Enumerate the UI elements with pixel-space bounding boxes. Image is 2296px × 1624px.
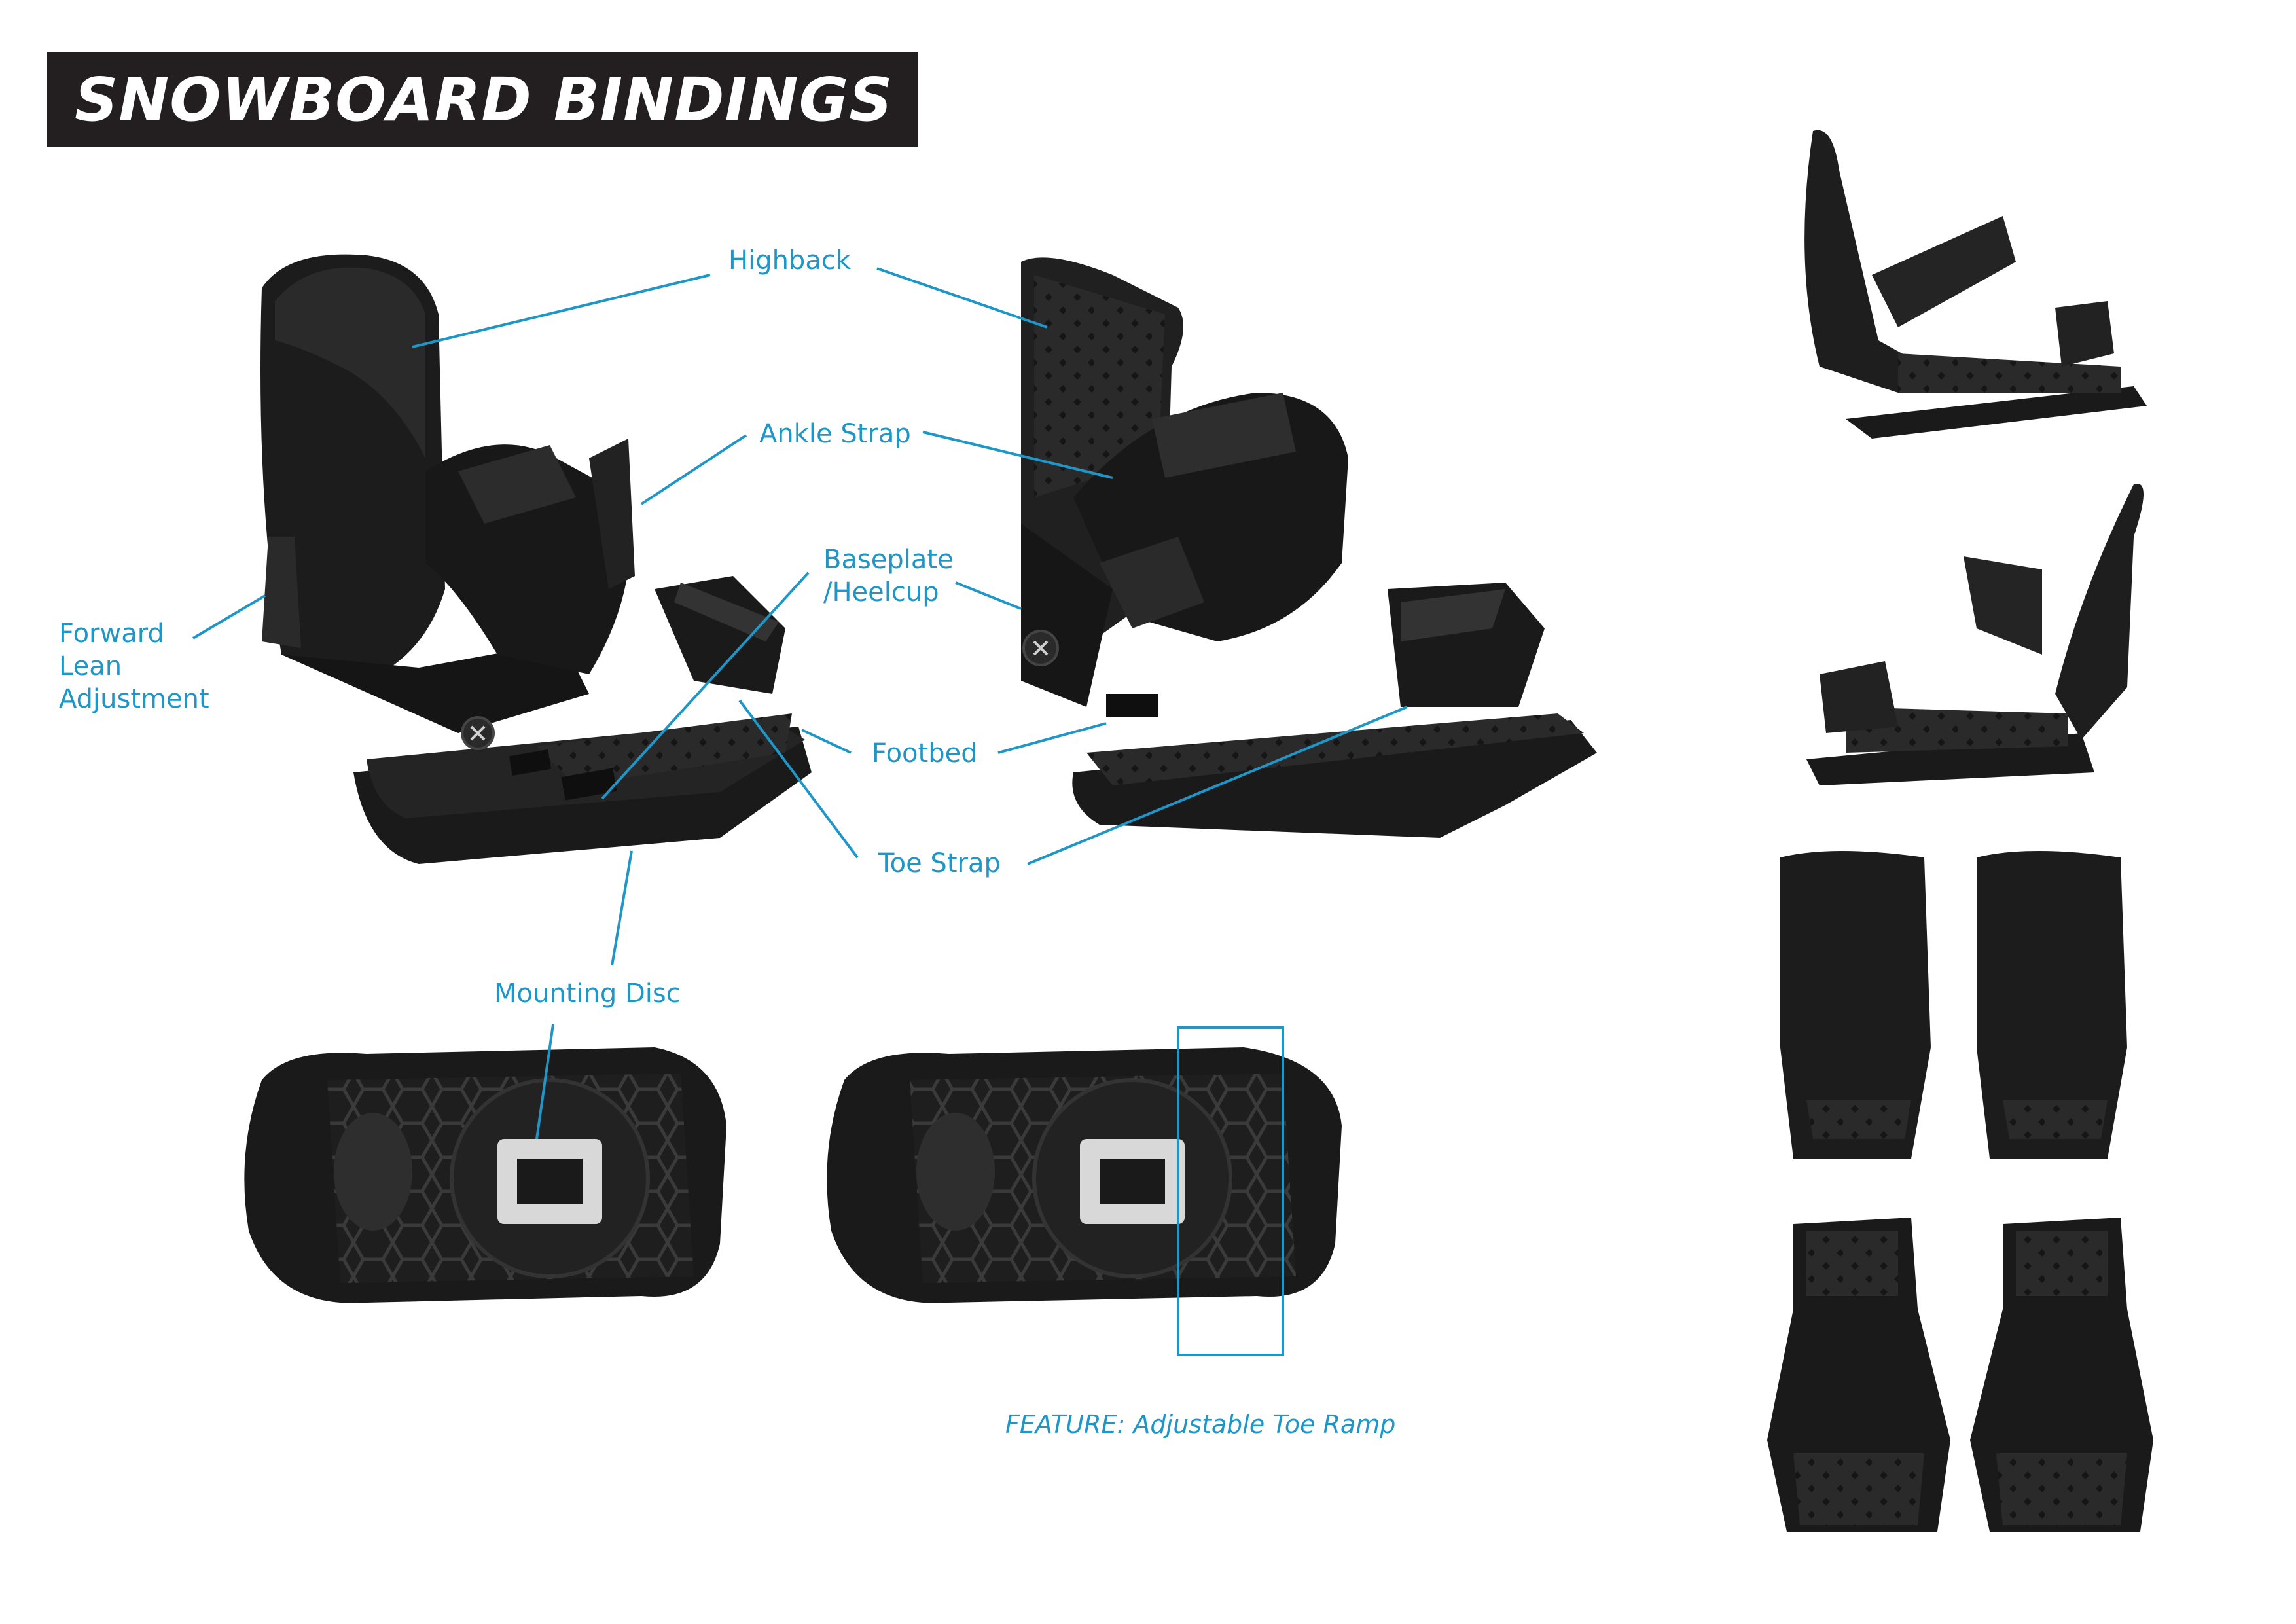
leader-ankle-right [922, 431, 1113, 479]
label-mounting-disc: Mounting Disc [494, 979, 681, 1009]
leader-footbed-right [997, 722, 1107, 754]
title-banner: SNOWBOARD BINDINGS [47, 52, 918, 147]
label-baseplate-heelcup: Baseplate /Heelcup [823, 545, 954, 607]
label-highback: Highback [728, 245, 851, 276]
leader-ankle-left [640, 434, 747, 505]
feature-caption: FEATURE: Adjustable Toe Ramp [1005, 1410, 1396, 1439]
leader-highback-right [876, 267, 1048, 329]
leader-mounting-down [535, 1024, 554, 1140]
thumb-front-pair [1767, 1218, 2153, 1532]
label-footbed: Footbed [872, 738, 978, 768]
label-toe-strap: Toe Strap [878, 848, 1001, 878]
label-ankle-strap: Ankle Strap [759, 419, 911, 449]
leader-baseplate-left [601, 571, 810, 800]
leader-toe-right [1027, 706, 1408, 865]
binding-bottom-right [827, 1026, 1342, 1356]
thumb-side-1 [1804, 130, 2147, 439]
binding-side-left [260, 254, 812, 864]
leader-baseplate-right [955, 581, 1022, 610]
leader-forward-lean [192, 594, 266, 640]
label-forward-lean-adjustment: Forward Lean Adjustment [59, 619, 209, 714]
leader-highback-left [412, 274, 711, 348]
binding-side-right [1021, 257, 1597, 838]
binding-bottom-left [244, 1047, 726, 1303]
leader-lines [192, 267, 1408, 1140]
leader-toe-left [738, 699, 859, 859]
page-title: SNOWBOARD BINDINGS [75, 64, 893, 135]
leader-footbed-left [801, 729, 852, 754]
thumb-rear-pair [1780, 851, 2127, 1159]
toe-ramp-highlight-box [1177, 1026, 1284, 1356]
thumb-side-2 [1806, 484, 2144, 785]
leader-mounting-up [611, 850, 633, 966]
